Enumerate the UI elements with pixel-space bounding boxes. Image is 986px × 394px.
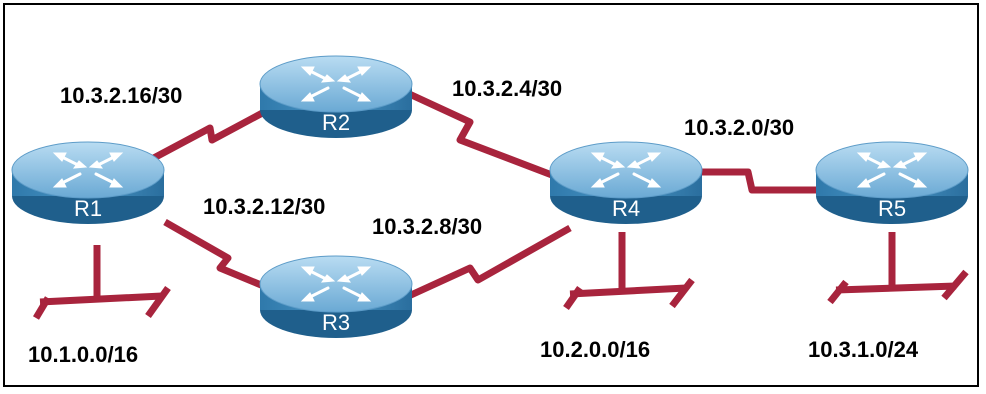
router-r4-label: R4 bbox=[612, 196, 640, 221]
link-r1-r3-label: 10.3.2.12/30 bbox=[203, 194, 325, 219]
router-r2: R2 bbox=[258, 54, 414, 140]
link-r4-r5-label: 10.3.2.0/30 bbox=[684, 115, 794, 140]
router-r2-label: R2 bbox=[322, 110, 350, 135]
lan-r5-segment bbox=[827, 232, 969, 305]
link-r1-r2 bbox=[148, 106, 270, 164]
lan-r4-segment bbox=[563, 232, 695, 311]
router-r4: R4 bbox=[548, 140, 704, 226]
link-r3-r4-label: 10.3.2.8/30 bbox=[372, 214, 482, 239]
router-r3: R3 bbox=[258, 254, 414, 340]
router-r5: R5 bbox=[814, 140, 970, 226]
lan-r5-label: 10.3.1.0/24 bbox=[808, 337, 919, 362]
link-r1-r3 bbox=[163, 218, 280, 296]
router-r3-label: R3 bbox=[322, 310, 350, 335]
link-r4-r5 bbox=[692, 168, 820, 194]
lan-r1-segment bbox=[32, 245, 171, 320]
router-r1: R1 bbox=[10, 140, 166, 226]
lan-r4-label: 10.2.0.0/16 bbox=[540, 337, 650, 362]
router-r1-label: R1 bbox=[74, 196, 102, 221]
link-r2-r4 bbox=[403, 88, 567, 184]
lan-r1-label: 10.1.0.0/16 bbox=[28, 342, 138, 367]
link-r1-r2-label: 10.3.2.16/30 bbox=[60, 83, 182, 108]
router-r5-label: R5 bbox=[878, 196, 906, 221]
link-r3-r4 bbox=[398, 224, 572, 304]
link-r2-r4-label: 10.3.2.4/30 bbox=[452, 76, 562, 101]
